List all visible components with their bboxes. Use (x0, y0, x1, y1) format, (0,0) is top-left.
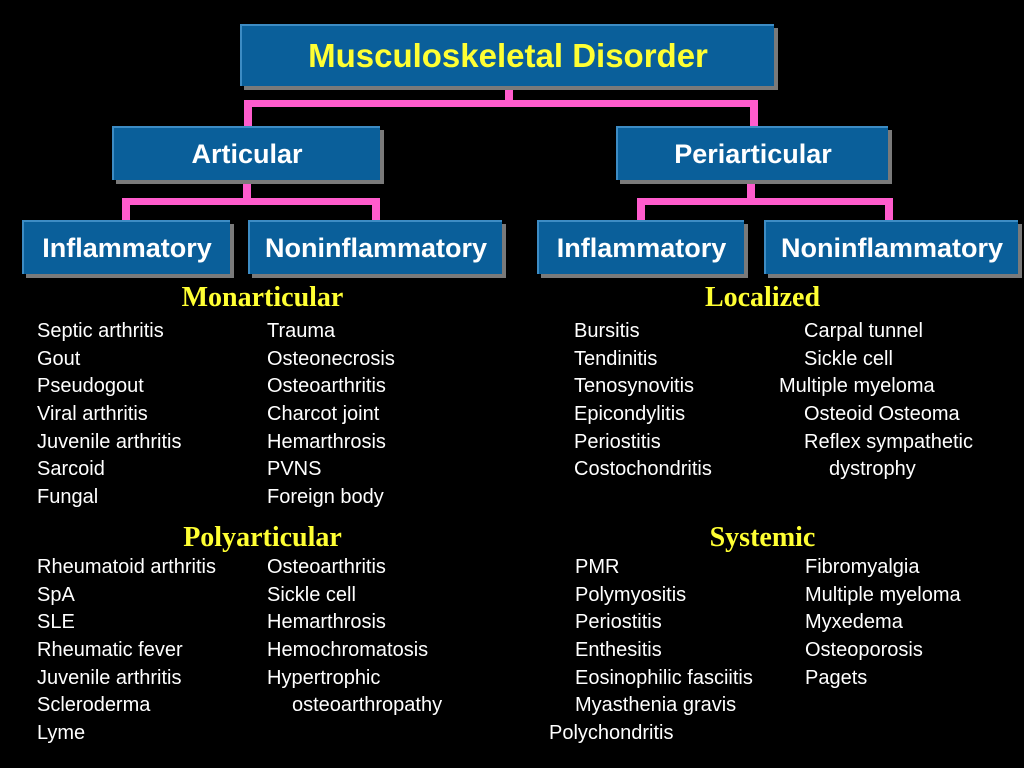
list-item: Lyme (37, 722, 86, 745)
list-item: Multiple myeloma (805, 583, 961, 606)
list-item: Fibromyalgia (805, 556, 920, 578)
list-item: Hypertrophic (267, 666, 381, 689)
list-item: Pseudogout (37, 375, 144, 398)
list-item: Hemochromatosis (267, 639, 429, 662)
articular-node: Articular (112, 126, 380, 180)
list-item: Polymyositis (575, 583, 687, 606)
articular-noninflammatory-node: Noninflammatory (248, 220, 502, 274)
list-item: Hemarthrosis (267, 430, 386, 453)
polyarticular-inflammatory-list: Rheumatoid arthritis SpA SLE Rheumatic f… (37, 554, 216, 748)
connector-articular-right-drop (372, 198, 380, 222)
systemic-noninflammatory-list: Fibromyalgia Multiple myeloma Myxedema O… (805, 554, 961, 692)
periarticular-node: Periarticular (616, 126, 888, 180)
list-item: Trauma (267, 320, 336, 342)
list-item: Gout (37, 347, 81, 370)
list-item: Foreign body (267, 486, 384, 509)
connector-periarticular-right-drop (885, 198, 893, 222)
list-item: Osteonecrosis (267, 347, 395, 370)
list-item: Hemarthrosis (267, 611, 386, 634)
list-item: Periostitis (574, 430, 661, 453)
connector-articular-drop (244, 100, 252, 130)
list-item: Periostitis (575, 611, 662, 634)
list-item: Juvenile arthritis (37, 666, 182, 689)
list-item: PVNS (267, 458, 322, 481)
list-item: Costochondritis (574, 458, 712, 481)
list-item: Scleroderma (37, 694, 151, 717)
list-item: Osteoarthritis (267, 375, 386, 398)
polyarticular-noninflammatory-list: Osteoarthritis Sickle cell Hemarthrosis … (267, 554, 442, 720)
list-item: Rheumatic fever (37, 639, 183, 662)
list-item: Osteoporosis (805, 639, 923, 662)
list-item: Tendinitis (574, 347, 658, 370)
connector-articular-bar (122, 198, 380, 205)
list-item: Myasthenia gravis (575, 694, 737, 717)
list-item: Enthesitis (575, 639, 662, 662)
list-item: osteoarthropathy (292, 694, 443, 717)
connector-articular-left-drop (122, 198, 130, 222)
list-item: Bursitis (574, 320, 640, 342)
list-item: Septic arthritis (37, 320, 164, 342)
monarticular-noninflammatory-list: Trauma Osteonecrosis Osteoarthritis Char… (267, 318, 395, 512)
monarticular-inflammatory-list: Septic arthritis Gout Pseudogout Viral a… (37, 318, 182, 512)
list-item: Viral arthritis (37, 403, 148, 426)
list-item: Sickle cell (267, 583, 356, 606)
list-item: PMR (575, 556, 620, 578)
list-item: SLE (37, 611, 75, 634)
connector-articular-stem (243, 178, 251, 202)
localized-noninflammatory-list: Carpal tunnel Sickle cell Multiple myelo… (779, 318, 973, 484)
list-item: Epicondylitis (574, 403, 686, 426)
list-item: Pagets (805, 666, 868, 689)
list-item: Sickle cell (804, 347, 893, 370)
articular-inflammatory-node: Inflammatory (22, 220, 230, 274)
list-item: Osteoarthritis (267, 556, 386, 578)
localized-heading: Localized (704, 282, 821, 313)
list-item: Myxedema (805, 611, 903, 634)
list-item: Fungal (37, 486, 99, 509)
connector-periarticular-drop (750, 100, 758, 130)
root-node: Musculoskeletal Disorder (240, 24, 774, 86)
list-item: Eosinophilic fasciitis (575, 666, 753, 689)
localized-inflammatory-list: Bursitis Tendinitis Tenosynovitis Epicon… (574, 318, 712, 484)
connector-periarticular-bar (637, 198, 893, 205)
list-item: SpA (37, 583, 75, 606)
list-item: Carpal tunnel (804, 320, 923, 342)
connector-periarticular-stem (747, 178, 755, 202)
systemic-inflammatory-list: PMR Polymyositis Periostitis Enthesitis … (549, 554, 753, 748)
connector-periarticular-left-drop (637, 198, 645, 222)
list-item: dystrophy (829, 458, 916, 481)
monarticular-heading: Monarticular (181, 282, 344, 313)
list-item: Rheumatoid arthritis (37, 556, 216, 578)
list-item: Reflex sympathetic (804, 430, 973, 453)
list-item: Charcot joint (267, 403, 380, 426)
list-item: Osteoid Osteoma (804, 403, 960, 426)
systemic-heading: Systemic (709, 522, 816, 553)
list-item: Multiple myeloma (779, 375, 935, 398)
connector-root-stem (505, 84, 513, 104)
connector-root-bar (244, 100, 758, 107)
list-item: Polychondritis (549, 722, 674, 745)
list-item: Juvenile arthritis (37, 430, 182, 453)
list-item: Tenosynovitis (574, 375, 695, 398)
list-item: Sarcoid (37, 458, 105, 481)
periarticular-inflammatory-node: Inflammatory (537, 220, 744, 274)
polyarticular-heading: Polyarticular (183, 522, 342, 553)
periarticular-noninflammatory-node: Noninflammatory (764, 220, 1018, 274)
